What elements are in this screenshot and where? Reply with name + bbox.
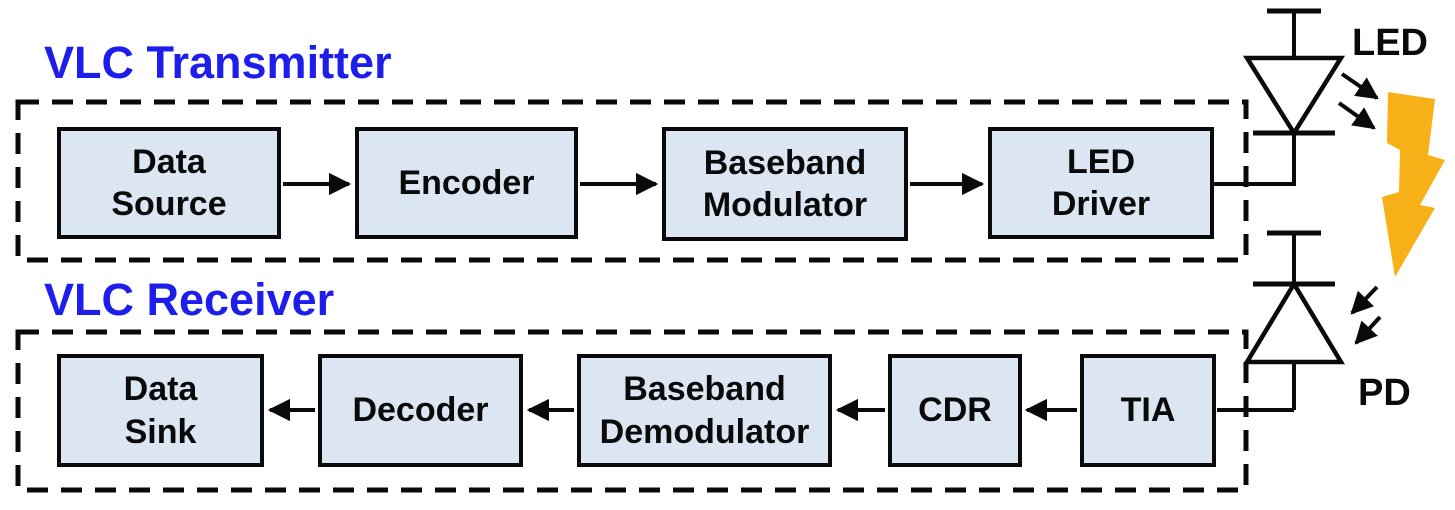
block-baseband-demodulator: Baseband Demodulator [577, 354, 832, 467]
photodiode-icon [1243, 230, 1345, 410]
receiver-title: VLC Receiver [44, 274, 335, 325]
led-diode-icon [1242, 8, 1346, 186]
block-encoder: Encoder [355, 127, 578, 239]
block-data-source: Data Source [57, 127, 281, 239]
transmitter-title: VLC Transmitter [44, 37, 392, 88]
block-label: Data Source [111, 142, 227, 224]
lightning-bolt-icon [1382, 92, 1445, 277]
block-baseband-modulator: Baseband Modulator [662, 127, 908, 241]
block-decoder: Decoder [318, 354, 523, 467]
block-data-sink: Data Sink [57, 354, 264, 467]
block-label: Encoder [398, 163, 535, 202]
pd-incident-arrows-icon [1350, 285, 1382, 345]
block-label: LED Driver [1051, 142, 1151, 224]
block-label: Data Sink [123, 370, 198, 451]
led-emission-arrows-icon [1337, 72, 1379, 130]
led-label: LED [1352, 22, 1428, 64]
pd-label: PD [1358, 372, 1411, 414]
block-label: Baseband Modulator [702, 143, 868, 225]
block-tia: TIA [1080, 354, 1216, 467]
block-label: Baseband Demodulator [599, 370, 810, 451]
block-led-driver: LED Driver [988, 127, 1214, 239]
block-cdr: CDR [888, 354, 1022, 467]
block-label: Decoder [352, 391, 489, 430]
block-label: TIA [1120, 391, 1176, 430]
block-label: CDR [918, 391, 992, 430]
transmitter-dashed-box [15, 99, 1249, 263]
